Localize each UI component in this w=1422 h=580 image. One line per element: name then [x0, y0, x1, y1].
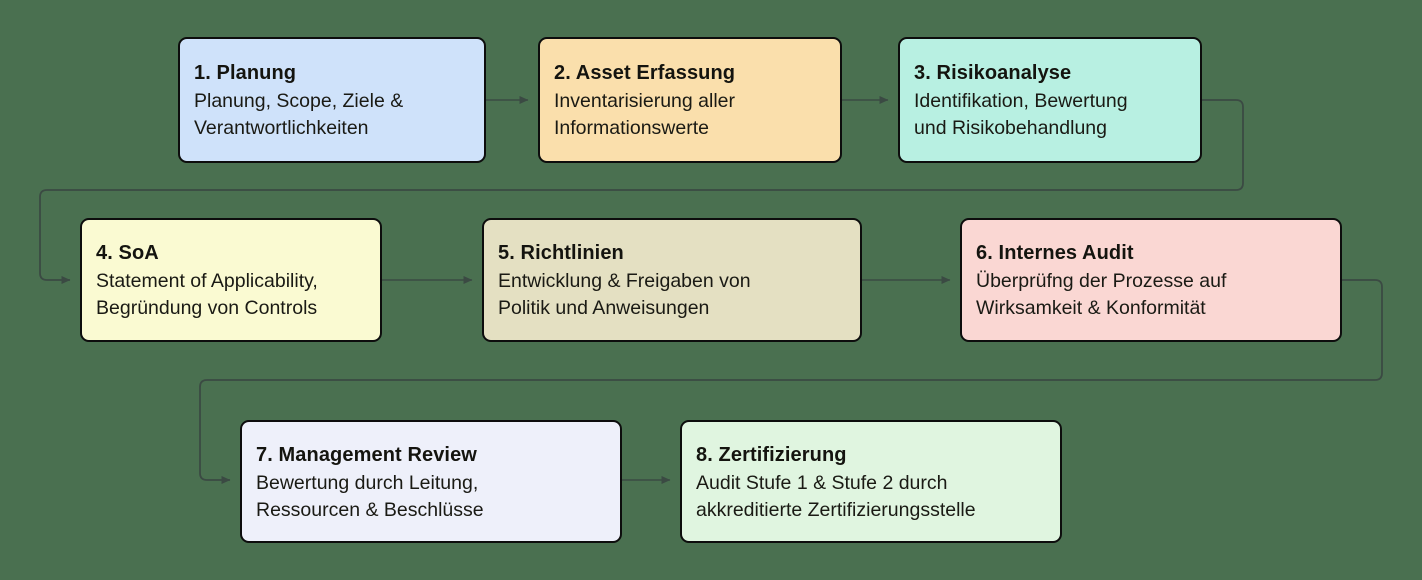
node-description-line: und Risikobehandlung [914, 117, 1107, 139]
node-richtlinien[interactable]: 5. Richtlinien Entwicklung & Freigaben v… [482, 218, 862, 342]
node-management-review[interactable]: 7. Management Review Bewertung durch Lei… [240, 420, 622, 543]
node-description-line: Wirksamkeit & Konformität [976, 297, 1206, 319]
node-description-line: akkreditierte Zertifizierungsstelle [696, 498, 976, 521]
node-description-line: Informationswerte [554, 117, 709, 139]
node-description-line: Begründung von Controls [96, 297, 318, 319]
node-planung[interactable]: 1. Planung Planung, Scope, Ziele & Veran… [178, 37, 486, 163]
node-description-line: Politik und Anweisungen [498, 297, 710, 319]
node-title: 1. Planung [194, 62, 297, 85]
node-internes-audit[interactable]: 6. Internes Audit Überprüfng der Prozess… [960, 218, 1342, 342]
node-title: 8. Zertifizierung [696, 443, 847, 466]
node-description: Bewertung durch Leitung, Ressourcen & Be… [256, 470, 606, 524]
node-title: 3. Risikoanalyse [914, 62, 1072, 85]
node-soa[interactable]: 4. SoA Statement of Applicability, Begrü… [80, 218, 382, 342]
node-title: 6. Internes Audit [976, 242, 1134, 265]
node-title: 2. Asset Erfassung [554, 62, 736, 85]
node-description-line: Bewertung durch Leitung, [256, 471, 479, 494]
node-description-line: Überprüfng der Prozesse auf [976, 270, 1227, 293]
node-description-line: Identifikation, Bewertung [914, 90, 1128, 113]
node-title: 5. Richtlinien [498, 242, 624, 265]
node-description-line: Planung, Scope, Ziele & [194, 90, 404, 113]
node-description: Statement of Applicability, Begründung v… [96, 268, 366, 322]
node-description: Überprüfng der Prozesse auf Wirksamkeit … [976, 268, 1326, 322]
node-description-line: Inventarisierung aller [554, 90, 736, 113]
node-asset-erfassung[interactable]: 2. Asset Erfassung Inventarisierung alle… [538, 37, 842, 163]
node-description-line: Entwicklung & Freigaben von [498, 270, 751, 293]
node-description-line: Ressourcen & Beschlüsse [256, 498, 484, 521]
node-description-line: Verantwortlichkeiten [194, 117, 369, 139]
node-title: 4. SoA [96, 242, 159, 265]
node-description: Audit Stufe 1 & Stufe 2 durch akkreditie… [696, 470, 1046, 524]
node-description: Planung, Scope, Ziele & Verantwortlichke… [194, 88, 470, 142]
node-zertifizierung[interactable]: 8. Zertifizierung Audit Stufe 1 & Stufe … [680, 420, 1062, 543]
node-description: Inventarisierung aller Informationswerte [554, 88, 826, 142]
node-risikoanalyse[interactable]: 3. Risikoanalyse Identifikation, Bewertu… [898, 37, 1202, 163]
node-description: Entwicklung & Freigaben von Politik und … [498, 268, 846, 322]
node-description: Identifikation, Bewertung und Risikobeha… [914, 88, 1186, 142]
node-title: 7. Management Review [256, 443, 477, 466]
node-description-line: Statement of Applicability, [96, 270, 318, 293]
node-description-line: Audit Stufe 1 & Stufe 2 durch [696, 471, 948, 494]
